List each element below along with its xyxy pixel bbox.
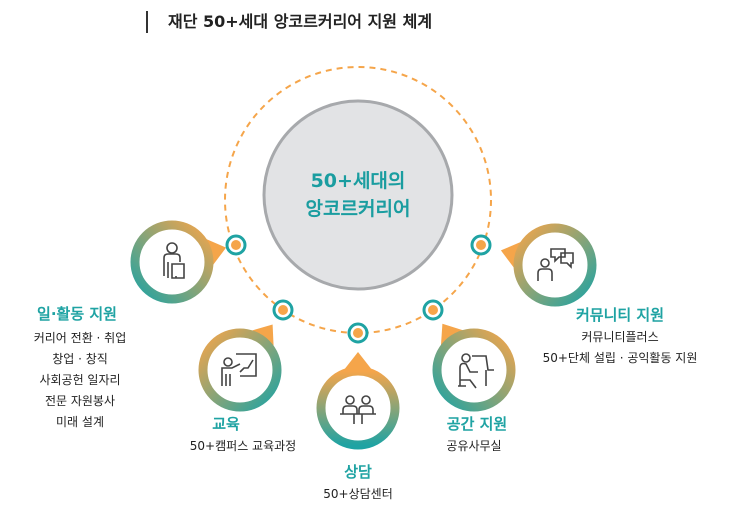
desk-worker-icon xyxy=(458,353,494,389)
chat-person-icon xyxy=(537,248,574,281)
item-line: 공유사무실 xyxy=(446,439,502,453)
item-line: 사회공헌 일자리 xyxy=(39,373,121,387)
item-lines-community: 커뮤니티플러스 50+단체 설립 · 공익활동 지원 xyxy=(543,327,698,369)
item-title-work: 일·활동 지원 xyxy=(37,305,117,323)
item-line: 커리어 전환 · 취업 xyxy=(33,331,127,345)
orbit-dot-fill xyxy=(428,305,438,315)
ring-work xyxy=(130,220,214,304)
item-line: 커뮤니티플러스 xyxy=(581,330,659,344)
orbit-dot-fill xyxy=(278,305,288,315)
dashed-orbit xyxy=(224,66,492,334)
orbit-dot-fill xyxy=(476,240,486,250)
orbit-dot-fill xyxy=(353,328,363,338)
teacher-board-icon xyxy=(221,353,257,386)
page-title: 재단 50+세대 앙코르커리어 지원 체계 xyxy=(146,11,432,33)
ring-space xyxy=(432,328,516,412)
ring-counseling xyxy=(316,366,400,450)
item-title-space: 공간 지원 xyxy=(446,415,508,433)
pointer-counseling xyxy=(343,352,373,371)
worker-briefcase-icon xyxy=(163,242,185,279)
ring-education xyxy=(198,328,282,412)
center-circle xyxy=(262,99,454,291)
counseling-people-icon xyxy=(340,395,376,424)
item-title-community: 커뮤니티 지원 xyxy=(575,306,665,324)
center-line2: 앙코르커리어 xyxy=(305,198,411,220)
item-line: 미래 설계 xyxy=(56,415,104,429)
center-line1: 50+세대의 xyxy=(310,170,406,192)
item-title-counseling: 상담 xyxy=(344,463,372,481)
item-line: 50+캠퍼스 교육과정 xyxy=(189,439,297,453)
item-line: 50+상담센터 xyxy=(323,487,393,501)
orbit-dot-fill xyxy=(231,240,241,250)
item-line: 전문 자원봉사 xyxy=(44,394,116,408)
item-title-education: 교육 xyxy=(212,415,240,433)
item-line: 창업 · 창직 xyxy=(52,352,108,366)
item-line: 50+단체 설립 · 공익활동 지원 xyxy=(542,351,698,365)
ring-community xyxy=(513,223,597,307)
